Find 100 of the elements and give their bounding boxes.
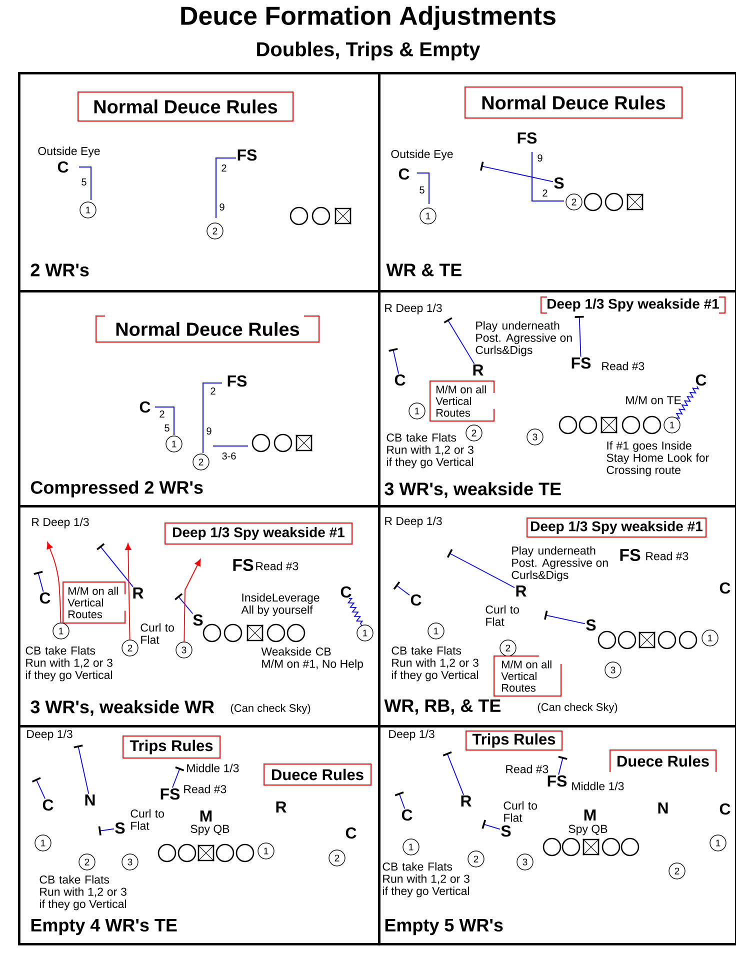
- coverage-note: Curl to Flat: [504, 801, 537, 822]
- lineman-circle: [598, 630, 616, 650]
- lineman-circle: [562, 838, 580, 856]
- drop-line: [574, 316, 584, 358]
- note-box: M/M on all Vertical Routes: [494, 656, 562, 696]
- center-square: [600, 416, 618, 434]
- center-square: [638, 632, 656, 648]
- panel-title: 2 WR's: [30, 264, 89, 276]
- coverage-note: Play underneath Post. Agressive on Curls&Digs: [512, 546, 608, 582]
- coverage-note: Play underneath Post. Agressive on Curls&Digs: [476, 321, 572, 356]
- player-letter: S: [115, 822, 125, 834]
- center-square: [582, 838, 600, 856]
- coverage-note: CB take Flats Run with 1,2 or 3 if they go Vertical: [26, 646, 112, 682]
- player-letter: R: [473, 364, 484, 376]
- lineman-circle: [542, 838, 562, 856]
- route-arrow: [46, 542, 62, 624]
- player-letter: C: [720, 582, 730, 594]
- panel-note: (Can check Sky): [230, 704, 310, 714]
- coverage-note: CB take Flats Run with 1,2 or 3 if they go Vertical: [40, 875, 126, 910]
- center-square: [246, 624, 264, 642]
- note-box: M/M on all Vertical Routes: [430, 380, 494, 422]
- coverage-note: Deep 1/3: [389, 730, 434, 740]
- player-letter: R: [133, 588, 144, 598]
- lineman-circle: [252, 434, 270, 452]
- coverage-note: Outside Eye: [38, 146, 100, 158]
- lineman-circle: [216, 844, 234, 862]
- lineman-circle: [622, 416, 640, 434]
- distance-number: 2: [542, 190, 548, 196]
- drop-line: [34, 570, 44, 592]
- route-arrow: [125, 543, 132, 640]
- player-letter: C: [410, 594, 422, 606]
- player-letter: C: [696, 374, 706, 386]
- panel-title: Compressed 2 WR's: [30, 480, 203, 498]
- center-square: [626, 194, 644, 210]
- center-square: [296, 434, 312, 452]
- lineman-circle: [274, 434, 292, 452]
- player-letter: N: [85, 794, 95, 806]
- player-letter: R: [516, 586, 526, 596]
- lineman-circle: [312, 206, 330, 226]
- lineman-circle: [578, 416, 598, 434]
- coverage-note: M/M on TE: [626, 396, 681, 404]
- coverage-note: Spy QB: [568, 824, 608, 836]
- lineman-circle: [202, 624, 222, 642]
- coverage-note: Deep 1/3: [27, 730, 72, 740]
- distance-number: 5: [164, 424, 170, 432]
- player-letter: C: [720, 803, 730, 815]
- coverage-note: Spy QB: [190, 824, 230, 836]
- subtitle: Doubles, Trips & Empty: [257, 42, 480, 60]
- drop-line: [174, 593, 194, 614]
- lineman-circle: [558, 416, 578, 434]
- coverage-note: Read #3: [506, 764, 548, 774]
- player-letter: S: [586, 619, 596, 631]
- drop-line: [96, 543, 134, 588]
- player-letter: C: [140, 401, 150, 413]
- player-letter: R: [461, 796, 472, 807]
- zigzag-line: [676, 386, 700, 419]
- distance-number: 9: [206, 427, 212, 435]
- coverage-note: Middle 1/3: [572, 782, 624, 790]
- distance-number: 9: [538, 154, 542, 162]
- player-letter: C: [340, 586, 352, 598]
- coverage-note: R Deep 1/3: [385, 516, 442, 528]
- player-letter: FS: [160, 788, 180, 800]
- rule-box: Duece Rules: [610, 750, 716, 772]
- drop-line: [482, 820, 500, 830]
- center-square: [198, 844, 214, 862]
- lineman-circle: [642, 416, 662, 434]
- lineman-circle: [602, 838, 620, 856]
- drop-line: [544, 610, 586, 624]
- lineman-circle: [178, 844, 196, 862]
- lineman-circle: [158, 844, 176, 862]
- rule-box: Normal Deuce Rules: [96, 316, 320, 342]
- player-letter: N: [658, 802, 668, 814]
- player-letter: C: [346, 827, 356, 839]
- player-letter: FS: [548, 775, 567, 787]
- coverage-note: Weakside CB M/M on #1, No Help: [261, 647, 363, 670]
- coverage-note: R Deep 1/3: [32, 518, 89, 528]
- panel-title: WR & TE: [386, 264, 462, 276]
- lineman-circle: [236, 844, 254, 862]
- player-letter: M: [200, 810, 212, 822]
- player-letter: S: [193, 614, 203, 626]
- panel-title: Empty 4 WR's TE: [31, 918, 177, 936]
- panel-title: 3 WR's, weakside TE: [384, 482, 561, 498]
- coverage-note: InsideLeverage All by yourself: [241, 593, 320, 616]
- distance-number: 9: [220, 203, 224, 211]
- coverage-note: Read #3: [646, 552, 688, 560]
- player-letter: C: [40, 592, 50, 604]
- player-letter: C: [58, 161, 68, 173]
- player-letter: FS: [238, 149, 257, 161]
- lineman-circle: [224, 624, 242, 642]
- player-letter: FS: [228, 375, 247, 387]
- coverage-note: Middle 1/3: [187, 764, 239, 772]
- coverage-note: CB take Flats Run with 1,2 or 3 if they go Vertical: [392, 646, 478, 682]
- panel-title: 3 WR's, weakside WR: [30, 700, 214, 716]
- distance-number: 2: [160, 410, 164, 418]
- player-letter: M: [584, 810, 596, 821]
- lineman-circle: [604, 192, 624, 212]
- player-letter: C: [402, 809, 412, 821]
- lineman-circle: [620, 838, 640, 856]
- player-letter: R: [276, 802, 286, 813]
- title: Deuce Formation Adjustments: [181, 6, 556, 30]
